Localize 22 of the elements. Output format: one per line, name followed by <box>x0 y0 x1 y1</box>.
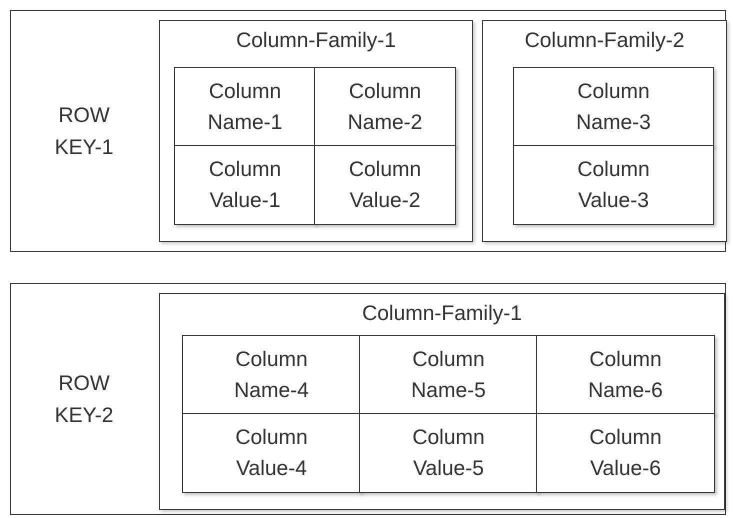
column-family-title: Column-Family-2 <box>524 28 686 54</box>
table-cell: Column Value-5 <box>359 413 538 493</box>
row-box <box>10 283 726 515</box>
table-cell: Column Name-2 <box>314 67 456 147</box>
table-cell: Column Name-4 <box>182 335 361 415</box>
row-key-label: ROW KEY-1 <box>54 103 114 160</box>
column-family-box <box>159 293 725 510</box>
table-cell: Column Value-3 <box>513 145 714 225</box>
table-cell: Column Value-4 <box>182 413 361 493</box>
table-cell: Column Value-2 <box>314 145 456 225</box>
column-family-title: Column-Family-1 <box>361 301 523 327</box>
table-cell: Column Value-1 <box>174 145 316 225</box>
column-family-box <box>159 20 473 242</box>
table-cell: Column Name-1 <box>174 67 316 147</box>
table-cell: Column Name-6 <box>536 335 715 415</box>
table-cell: Column Name-3 <box>513 67 714 147</box>
column-family-box <box>482 20 727 242</box>
table-cell: Column Value-6 <box>536 413 715 493</box>
table-cell: Column Name-5 <box>359 335 538 415</box>
column-family-title: Column-Family-1 <box>235 28 397 54</box>
row-key-label: ROW KEY-2 <box>54 371 114 428</box>
row-box <box>10 10 726 252</box>
